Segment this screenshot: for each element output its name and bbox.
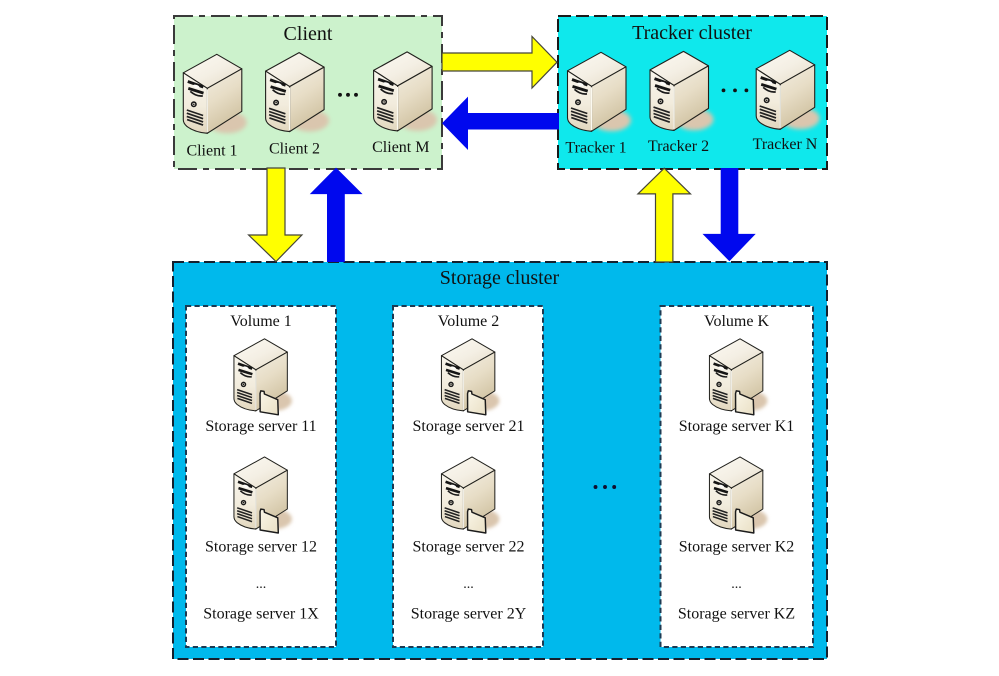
svg-text:Storage server K1: Storage server K1 [679, 418, 795, 435]
svg-text:Tracker cluster: Tracker cluster [632, 22, 752, 44]
svg-text:Storage server 21: Storage server 21 [413, 418, 525, 435]
svg-text:Volume 2: Volume 2 [438, 313, 499, 330]
svg-text:Storage cluster: Storage cluster [440, 267, 560, 289]
svg-text:Client 2: Client 2 [269, 141, 320, 158]
svg-text:...: ... [256, 577, 267, 592]
svg-text:Tracker N: Tracker N [753, 136, 818, 153]
svg-text:Storage server K2: Storage server K2 [679, 539, 795, 556]
svg-text:Client M: Client M [372, 139, 429, 156]
svg-text:Storage server 1X: Storage server 1X [203, 606, 319, 623]
svg-text:Storage server 22: Storage server 22 [413, 539, 525, 556]
svg-text:Storage server 12: Storage server 12 [205, 539, 317, 556]
svg-text:...: ... [463, 577, 474, 592]
svg-text:Storage server KZ: Storage server KZ [678, 606, 795, 623]
svg-text:Tracker 1: Tracker 1 [565, 139, 626, 156]
svg-text:Client: Client [284, 23, 333, 45]
svg-text:Storage server 2Y: Storage server 2Y [411, 606, 527, 623]
svg-text:...: ... [731, 577, 742, 592]
svg-text:Volume 1: Volume 1 [230, 313, 291, 330]
svg-text:Volume K: Volume K [704, 313, 769, 330]
svg-text:Tracker 2: Tracker 2 [648, 138, 709, 155]
svg-text:Storage server 11: Storage server 11 [205, 418, 316, 435]
svg-text:Client 1: Client 1 [186, 143, 237, 160]
